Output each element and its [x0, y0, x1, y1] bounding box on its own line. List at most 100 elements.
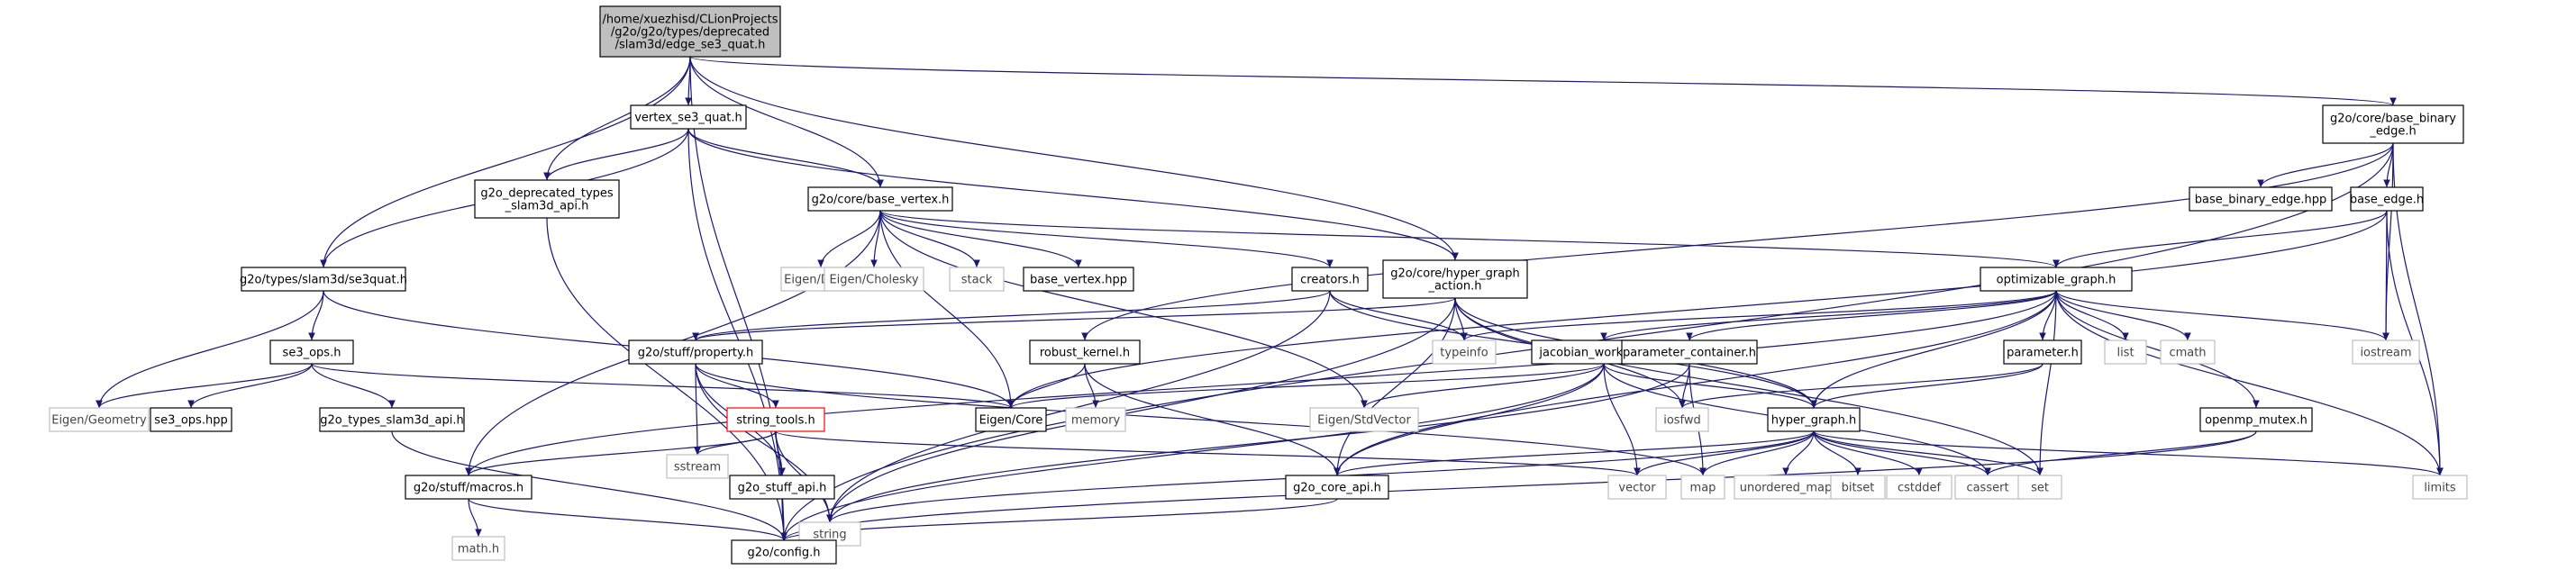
node-box-coreapi — [1285, 475, 1389, 500]
include-edge-robust-to-coreapi — [1084, 363, 1341, 476]
node-box-eigenstdvec — [1309, 407, 1419, 432]
node-hypergraph[interactable]: hyper_graph.h — [1767, 407, 1861, 432]
include-edge-root-to-basevertex — [689, 56, 884, 188]
node-basebinary[interactable]: g2o/core/base_binary_edge.h — [2322, 104, 2464, 144]
node-ompmutex[interactable]: openmp_mutex.h — [2199, 407, 2313, 432]
node-label-mathh-0: math.h — [458, 543, 499, 556]
include-edge-robust-to-eigencore — [1007, 363, 1086, 409]
node-eigengeom: Eigen/Geometry — [49, 407, 150, 432]
node-box-creators — [1291, 267, 1369, 292]
node-label-eigencore-0: Eigen/Core — [979, 414, 1043, 428]
include-edge-jacobian-to-eigenstdvec — [1361, 363, 1605, 409]
node-label-set-0: set — [2031, 482, 2049, 495]
node-creators[interactable]: creators.h — [1291, 267, 1369, 292]
include-edge-optgraph-to-limits — [2055, 290, 2444, 476]
node-box-property — [628, 339, 763, 365]
node-label-slam3dapi-0: g2o_types_slam3d_api.h — [320, 414, 464, 428]
node-label-macros-0: g2o/stuff/macros.h — [414, 482, 523, 495]
node-label-limits-0: limits — [2424, 482, 2456, 495]
node-hgaction[interactable]: g2o/core/hyper_graph_action.h — [1382, 259, 1528, 299]
node-box-iosfwd — [1655, 407, 1709, 432]
node-macros[interactable]: g2o/stuff/macros.h — [405, 475, 532, 500]
node-config[interactable]: g2o/config.h — [731, 539, 837, 565]
node-box-mathh — [451, 536, 505, 561]
include-edge-optgraph-to-set — [2036, 290, 2057, 476]
node-memory: memory — [1065, 407, 1126, 432]
node-box-limits — [2412, 475, 2468, 500]
include-edge-hypergraph-to-set — [1813, 430, 2044, 476]
node-se3quat[interactable]: g2o/types/slam3d/se3quat.h — [240, 267, 407, 292]
include-edge-hypergraph-to-bitset — [1813, 430, 1861, 476]
node-label-se3quat-0: g2o/types/slam3d/se3quat.h — [240, 274, 407, 287]
include-edge-se3ops-to-se3opshpp — [187, 363, 313, 409]
node-label-root-0: /home/xuezhisd/CLionProjects — [603, 14, 778, 27]
node-baseedge[interactable]: base_edge.h — [2350, 186, 2424, 212]
include-edge-basevertex-to-eigenstdvec — [879, 210, 1368, 409]
include-edge-root-to-deprecapi — [543, 56, 691, 181]
node-label-robust-0: robust_kernel.h — [1040, 347, 1130, 360]
node-paramcont[interactable]: parameter_container.h — [1621, 339, 1758, 365]
node-box-stringtools — [726, 407, 825, 432]
node-coreapi[interactable]: g2o_core_api.h — [1285, 475, 1389, 500]
include-edge-stringtools-to-stuffapi — [775, 430, 786, 476]
node-basevhpp[interactable]: base_vertex.hpp — [1023, 267, 1134, 292]
include-edge-jacobian-to-config — [780, 363, 1605, 541]
include-edge-creators-to-property — [692, 290, 1331, 341]
include-edge-ompmutex-to-cassert — [1984, 430, 2257, 476]
node-optgraph[interactable]: optimizable_graph.h — [1980, 267, 2133, 292]
include-edge-creators-to-string — [826, 290, 1331, 523]
node-eigenchol: Eigen/Cholesky — [824, 267, 924, 292]
node-basevertex[interactable]: g2o/core/base_vertex.h — [807, 186, 953, 212]
node-box-sstream — [666, 454, 729, 479]
node-limits: limits — [2412, 475, 2468, 500]
node-box-memory — [1065, 407, 1126, 432]
node-stringtools[interactable]: string_tools.h — [726, 407, 825, 432]
edges-layer — [96, 56, 2444, 541]
include-edge-optgraph-to-list — [2055, 290, 2129, 341]
node-mathh: math.h — [451, 536, 505, 561]
include-edge-vertexse3-to-deprecapi — [543, 128, 689, 181]
node-label-se3opshpp-0: se3_ops.hpp — [154, 414, 227, 428]
node-box-eigencore — [975, 407, 1047, 432]
include-edge-basebinary-to-robust — [1081, 142, 2394, 341]
node-box-stuffapi — [729, 475, 835, 500]
node-label-vertexse3-0: vertex_se3_quat.h — [634, 112, 742, 125]
node-box-cstddef — [1886, 475, 1952, 500]
node-parameter[interactable]: parameter.h — [2003, 339, 2082, 365]
include-edge-slam3dapi-to-config — [391, 430, 787, 541]
node-box-config — [731, 539, 837, 565]
node-label-unordmap-0: unordered_map — [1740, 482, 1833, 495]
node-robust[interactable]: robust_kernel.h — [1029, 339, 1141, 365]
node-label-cstddef-0: cstddef — [1898, 482, 1942, 495]
node-box-robust — [1029, 339, 1141, 365]
node-se3ops[interactable]: se3_ops.h — [269, 339, 354, 365]
node-eigencore[interactable]: Eigen/Core — [975, 407, 1047, 432]
node-box-vertexse3 — [630, 104, 747, 130]
include-edge-optgraph-to-ompmutex — [2055, 290, 2260, 409]
node-se3opshpp[interactable]: se3_ops.hpp — [150, 407, 232, 432]
include-edge-hgaction-to-coreapi — [1334, 297, 1456, 476]
node-label-hypergraph-0: hyper_graph.h — [1771, 414, 1856, 428]
include-edge-hypergraph-to-cstddef — [1813, 430, 1923, 476]
node-label-typeinfo-0: typeinfo — [1440, 347, 1488, 360]
node-label-map-0: map — [1690, 482, 1716, 495]
node-property[interactable]: g2o/stuff/property.h — [628, 339, 763, 365]
node-stuffapi[interactable]: g2o_stuff_api.h — [729, 475, 835, 500]
include-edge-jacobian-to-eigencore — [1007, 363, 1605, 409]
node-label-root-1: /g2o/g2o/types/deprecated — [611, 26, 769, 40]
include-edge-hypergraph-to-map — [1699, 430, 1815, 476]
node-cassert: cassert — [1954, 475, 2021, 500]
node-label-stuffapi-0: g2o_stuff_api.h — [738, 482, 827, 495]
node-label-eigenstdvec-0: Eigen/StdVector — [1317, 414, 1411, 428]
node-box-slam3dapi — [319, 407, 465, 432]
node-basebinhpp[interactable]: base_binary_edge.hpp — [2189, 186, 2333, 212]
include-edge-coreapi-to-config — [780, 498, 1338, 541]
node-vertexse3[interactable]: vertex_se3_quat.h — [630, 104, 747, 130]
node-root[interactable]: /home/xuezhisd/CLionProjects/g2o/g2o/typ… — [599, 5, 781, 58]
include-edge-property-to-stringtools — [695, 363, 779, 409]
node-deprecapi[interactable]: g2o_deprecated_types_slam3d_api.h — [474, 179, 620, 219]
include-edge-basevertex-to-stack — [879, 210, 980, 268]
node-label-basebinary-0: g2o/core/base_binary — [2330, 113, 2456, 126]
include-edge-se3ops-to-eigengeom — [96, 363, 313, 409]
node-slam3dapi[interactable]: g2o_types_slam3d_api.h — [319, 407, 465, 432]
